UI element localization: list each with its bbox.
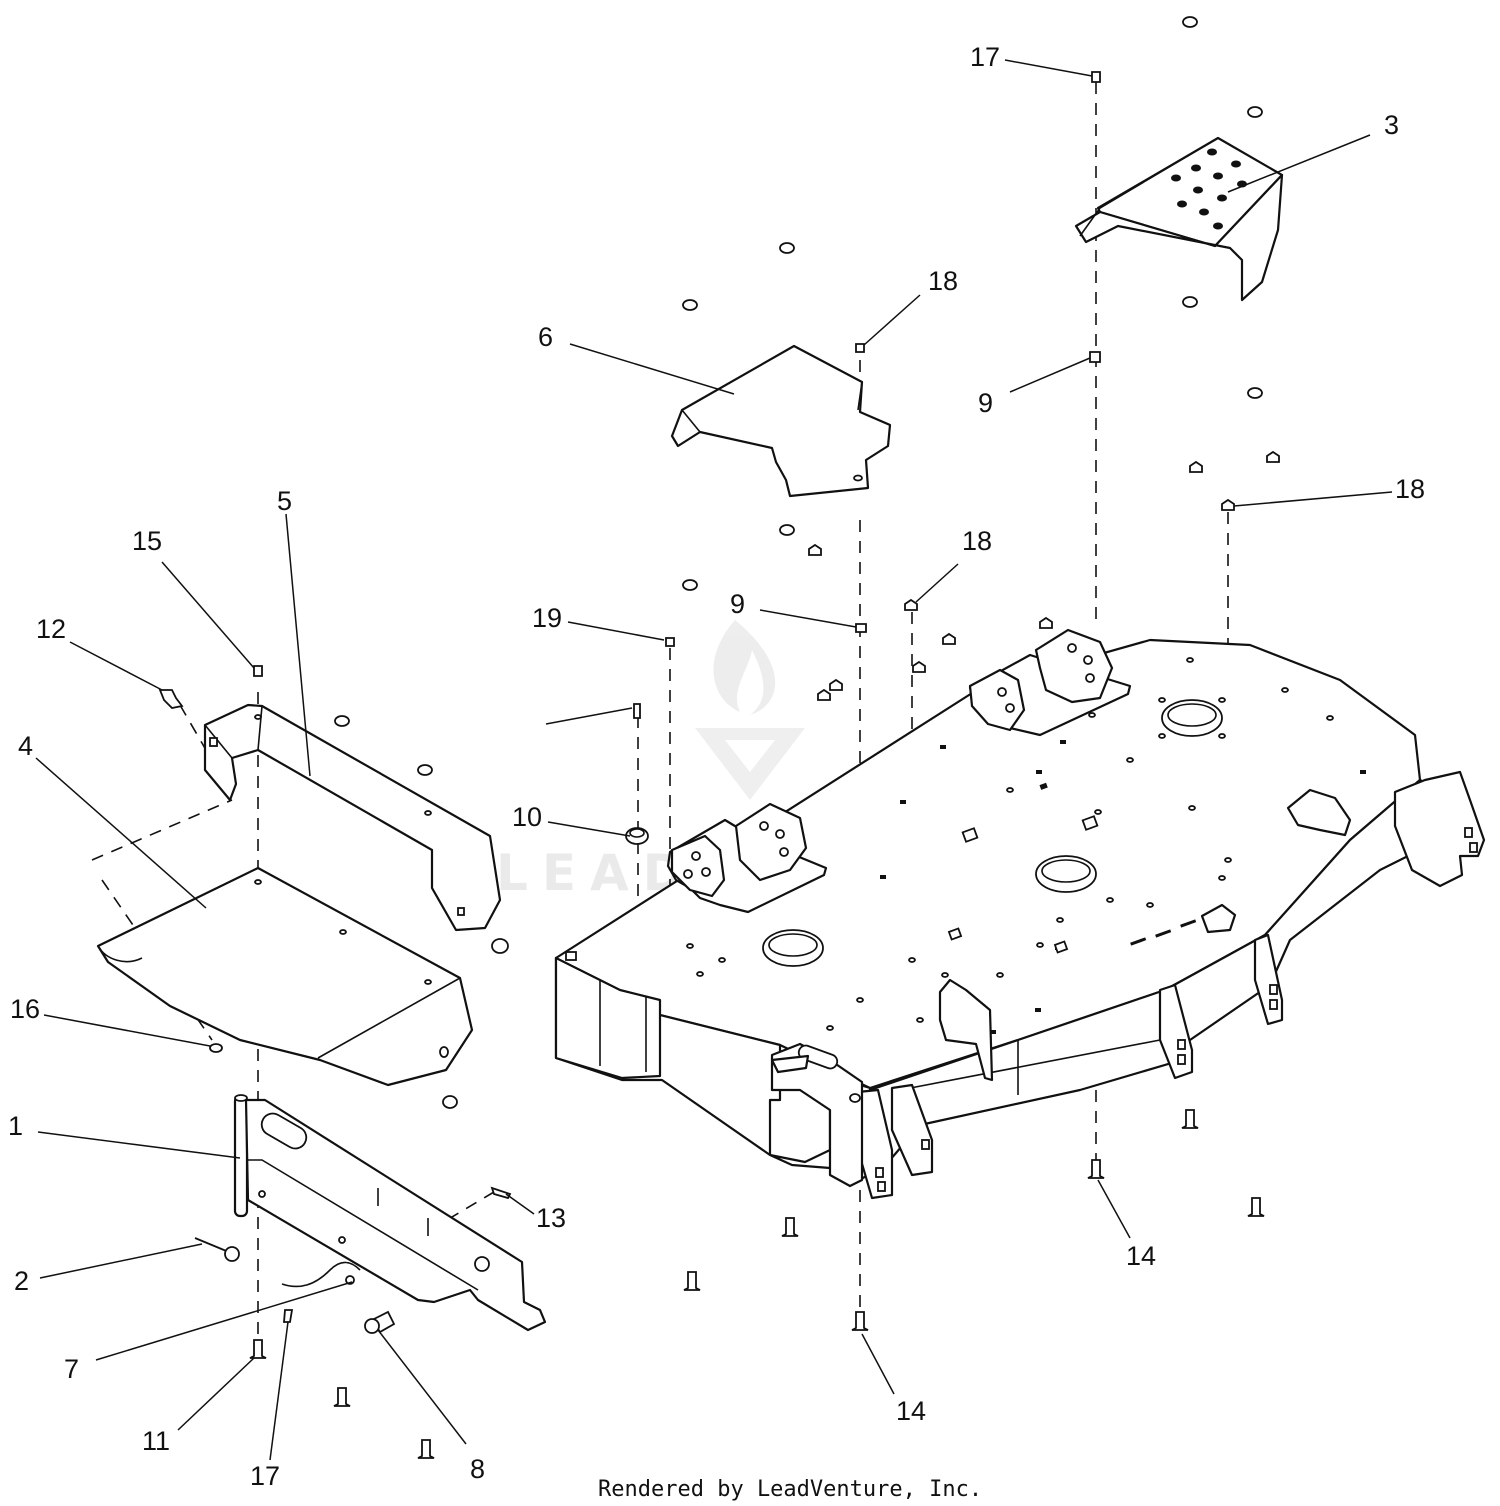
bolt-icons: [158, 71, 1280, 1459]
callout-14: 14: [896, 1396, 926, 1426]
part-6-shield: [670, 344, 892, 498]
nut-icons: [209, 16, 1263, 1109]
callout-15: 15: [132, 526, 162, 556]
callout-17: 17: [970, 42, 1000, 72]
callout-9: 9: [978, 388, 993, 418]
watermark-flame-icon: [713, 620, 776, 715]
callout-11: 11: [142, 1426, 170, 1456]
callout-18: 19: [532, 603, 562, 633]
callout-4: 4: [18, 731, 33, 761]
callout-7: 7: [64, 1354, 79, 1384]
footer-credit: Rendered by LeadVenture, Inc.: [598, 1477, 982, 1502]
callout-12: 12: [36, 614, 66, 644]
callout-17: 18: [928, 266, 958, 296]
callout-5: 5: [277, 486, 292, 516]
callout-8: 8: [470, 1454, 485, 1484]
part-4-deflector: [96, 866, 474, 1087]
callout-13: 13: [536, 1203, 566, 1233]
callout-16: 17: [250, 1461, 280, 1491]
part-3-shield: [1074, 136, 1284, 302]
hardware: [158, 16, 1280, 1459]
callout-10: 10: [512, 802, 542, 832]
callout-9: 9: [730, 589, 745, 619]
callout-15: 16: [10, 994, 40, 1024]
part-1-bracket: [233, 1094, 547, 1332]
watermark-v-icon: [695, 728, 805, 800]
callout-3: 3: [1384, 110, 1399, 140]
callout-6: 6: [538, 322, 553, 352]
callout-18: 18: [962, 526, 992, 556]
callout-18: 18: [1395, 474, 1425, 504]
callout-1: 1: [8, 1111, 23, 1141]
part-5-cover: [203, 703, 502, 932]
callouts: 17 3 18 6 9 18 18 9 19 10 5 15: [8, 42, 1425, 1491]
mower-deck: [554, 628, 1486, 1200]
callout-2: 2: [14, 1266, 29, 1296]
callout-14: 14: [1126, 1241, 1156, 1271]
